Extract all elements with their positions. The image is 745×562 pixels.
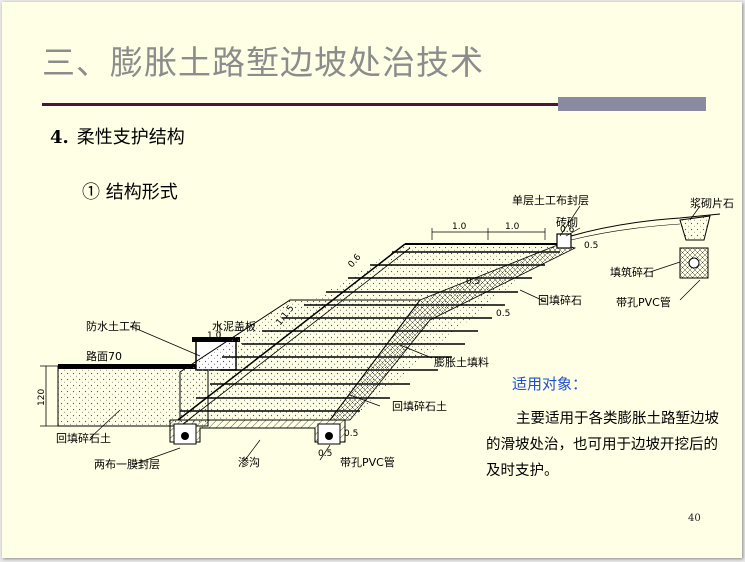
label-two-cloth-membrane: 两布一膜封层	[94, 457, 160, 471]
label-mortar-stone: 浆砌片石	[690, 196, 734, 210]
dim-0-6-slope: 0.6	[347, 252, 364, 270]
label-backfill-gravel-soil: 回填碎石土	[392, 399, 447, 413]
top-dimension-markers	[431, 228, 546, 240]
label-backfill-gravel-upper: 回填碎石	[538, 293, 582, 307]
label-perforated-pvc-top: 带孔PVC管	[616, 295, 671, 309]
section-label: 柔性支护结构	[76, 127, 185, 148]
dim-height-120: 120	[37, 389, 47, 406]
label-fill-gravel: 填筑碎石	[610, 265, 654, 279]
seepage-ditch-shape	[169, 419, 346, 445]
subsection-heading: ① 结构形式	[82, 182, 178, 203]
right-drain-column	[679, 247, 709, 279]
dim-0-5-right: 0.5	[584, 241, 598, 251]
leader-lines	[89, 205, 701, 465]
title-accent-block	[558, 97, 706, 111]
slope-face	[177, 243, 406, 421]
slope-face-inner	[182, 247, 411, 425]
application-title: 适用对象：	[512, 375, 588, 393]
dim-0-5-pvc: 0.5	[318, 449, 332, 459]
dim-0-5-back: 0.5	[496, 309, 510, 319]
label-waterproof-geotextile: 防水土工布	[86, 319, 141, 333]
application-body: 主要适用于各类膨胀土路堑边坡的滑坡处治，也可用于边坡开挖后的及时支护。	[486, 411, 719, 479]
title-underline	[42, 103, 702, 106]
top-ditch	[679, 215, 711, 241]
section-number: 4.	[50, 127, 69, 148]
dim-0-6-top: 0.6	[560, 225, 575, 235]
label-cement-cover: 水泥盖板	[212, 319, 256, 333]
dim-1-0-ditch: 1.0	[207, 331, 222, 341]
page-number: 40	[688, 513, 701, 524]
label-brick-masonry: 砖砌	[556, 215, 578, 229]
label-expansive-fill: 膨胀土填料	[434, 355, 489, 369]
section-heading: 4. 柔性支护结构	[50, 123, 185, 149]
geogrid-layers	[180, 251, 560, 412]
label-seepage-ditch: 渗沟	[238, 455, 260, 469]
label-single-layer-geotextile: 单层土工布封层	[512, 193, 589, 207]
upper-slope	[570, 213, 721, 237]
label-backfill-gravel-soil-left: 回填碎石土	[56, 431, 111, 445]
slide-title: 三、膨胀土路堑边坡处治技术	[42, 43, 484, 82]
dim-0-5-ditch: 0.5	[344, 429, 358, 439]
dim-1-0-left: 1.0	[452, 222, 467, 232]
dim-0-5-mid: 0.5	[466, 277, 480, 287]
brick-block	[556, 233, 572, 249]
label-road-surface: 路面70	[86, 350, 122, 363]
label-perforated-pvc-bottom: 带孔PVC管	[340, 455, 395, 469]
dim-1-0-right: 1.0	[505, 222, 520, 232]
